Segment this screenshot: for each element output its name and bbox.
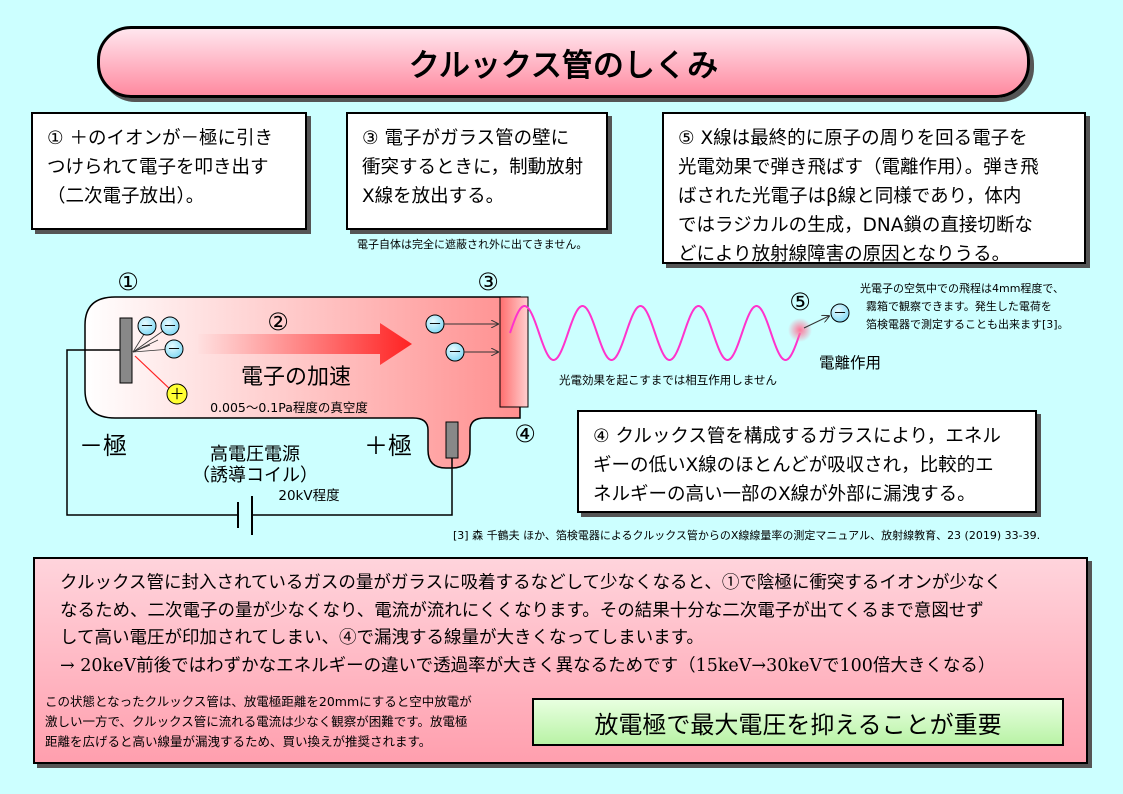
note-line-2: 激しい一方で、クルックス管に流れる電流は少なく観察が困難です。放電極 [45, 714, 468, 729]
glass-wall [499, 296, 529, 408]
photoelectron-note-2: 霧箱で観察できます。発生した電荷を [866, 299, 1052, 313]
ionization-glow [788, 318, 812, 342]
label-num-4: ④ [514, 420, 536, 448]
electron-2: － [160, 316, 180, 336]
box5-line-5: どにより放射線障害の原因となりうる。 [678, 244, 1011, 265]
svg-text:－: － [448, 345, 462, 361]
explanation-line-4: → 20keV前後ではわずかなエネルギーの違いで透過率が大きく異なるためです（1… [60, 655, 996, 676]
box3-line-3: X線を放出する。 [362, 186, 505, 207]
voltage-label: 20kV程度 [278, 488, 339, 504]
minus-pole-label: －極 [79, 432, 127, 460]
box1-line-2: つけられて電子を叩き出す [47, 157, 269, 178]
info-box-4: ④ クルックス管を構成するガラスにより，エネル ギーの低いX線のほとんどが吸収さ… [577, 410, 1037, 513]
electron-3: － [164, 339, 184, 359]
replacement-note: この状態となったクルックス管は、放電極距離を20mmにすると空中放電が 激しい一… [45, 692, 515, 752]
photoelectron: － [830, 303, 850, 323]
box5-line-4: ではラジカルの生成，DNA鎖の直接切断な [678, 215, 1033, 236]
box4-line-3: ネルギーの高い一部のX線が外部に漏洩する。 [593, 484, 976, 505]
svg-text:－: － [167, 342, 181, 358]
box1-line-1: ① ＋のイオンが－極に引き [47, 128, 273, 149]
box4-line-1: ④ クルックス管を構成するガラスにより，エネル [593, 426, 1001, 447]
vacuum-label: 0.005～0.1Pa程度の真空度 [210, 400, 368, 415]
svg-text:－: － [163, 319, 177, 335]
box3-line-2: 衝突するときに，制動放射 [362, 157, 584, 178]
page-title: クルックス管のしくみ [97, 26, 1030, 98]
explanation-line-3: して高い電圧が印加されてしまい、④で漏洩する線量が大きくなってしまいます。 [60, 628, 704, 648]
anode-plate [445, 421, 459, 459]
positive-ion: ＋ [166, 383, 188, 405]
label-num-3: ③ [477, 268, 499, 296]
hv-coil-label: （誘導コイル） [192, 465, 318, 486]
box5-line-1: ⑤ X線は最終的に原子の周りを回る電子を [678, 128, 1028, 149]
electron-4: － [425, 314, 445, 334]
ionization-label: 電離作用 [819, 354, 881, 372]
explanation-text: クルックス管に封入されているガスの量がガラスに吸着するなどして少なくなると、①で… [60, 570, 1070, 680]
svg-text:－: － [140, 319, 154, 335]
hv-source-label: 高電圧電源 [210, 444, 300, 465]
electron-1: － [137, 316, 157, 336]
reference-citation: [3] 森 千鶴夫 ほか、箔検電器によるクルックス管からのX線線量率の測定マニュ… [453, 529, 1041, 542]
electron-5: － [445, 342, 465, 362]
explanation-line-1: クルックス管に封入されているガスの量がガラスに吸着するなどして少なくなると、①で… [60, 573, 1002, 593]
note-line-3: 距離を広げると高い線量が漏洩するため、買い換えが推奨されます。 [45, 734, 432, 749]
xray-wave [509, 305, 801, 361]
box5-line-2: 光電効果で弾き飛ばす（電離作用）。弾き飛 [678, 157, 1039, 178]
photoelectron-note-3: 箔検電器で測定することも出来ます[3]。 [866, 317, 1069, 331]
label-num-1: ① [117, 268, 139, 296]
explanation-line-2: なるため、二次電子の量が少なくなり、電流が流れにくくなります。その結果十分な二次… [60, 600, 984, 621]
ion-arrow [134, 355, 173, 392]
acceleration-arrow [198, 323, 412, 365]
photoelectron-note-1: 光電子の空気中での飛程は4mm程度で、 [860, 281, 1064, 295]
plus-pole-label: ＋極 [364, 432, 412, 460]
box5-line-3: ばされた光電子はβ線と同様であり，体内 [678, 186, 1022, 207]
no-interaction-label: 光電効果を起こすまでは相互作用しません [559, 373, 777, 387]
box1-line-3: （二次電子放出）。 [47, 186, 205, 207]
electron-acceleration-label: 電子の加速 [241, 365, 351, 390]
cathode-plate [119, 317, 133, 384]
svg-text:－: － [428, 317, 442, 333]
wire-cathode [66, 349, 238, 516]
info-box-3: ③ 電子がガラス管の壁に 衝突するときに，制動放射 X線を放出する。 [346, 112, 608, 230]
svg-text:－: － [833, 306, 847, 322]
wire-anode [252, 458, 453, 516]
box3-line-1: ③ 電子がガラス管の壁に [362, 128, 570, 149]
box4-line-2: ギーの低いX線のほとんどが吸収され，比較的エ [593, 455, 994, 476]
label-num-2: ② [267, 308, 289, 336]
note-line-1: この状態となったクルックス管は、放電極距離を20mmにすると空中放電が [45, 694, 472, 709]
info-box-1: ① ＋のイオンが－極に引き つけられて電子を叩き出す （二次電子放出）。 [31, 112, 307, 230]
svg-text:＋: ＋ [169, 385, 184, 403]
tube-body [84, 296, 521, 469]
label-num-5: ⑤ [789, 288, 811, 316]
info-box-5: ⑤ X線は最終的に原子の周りを回る電子を 光電効果で弾き飛ばす（電離作用）。弾き… [662, 112, 1086, 265]
conclusion-box: 放電極で最大電圧を抑えることが重要 [532, 698, 1064, 746]
box3-note: 電子自体は完全に遮蔽され外に出てきません。 [357, 238, 588, 251]
